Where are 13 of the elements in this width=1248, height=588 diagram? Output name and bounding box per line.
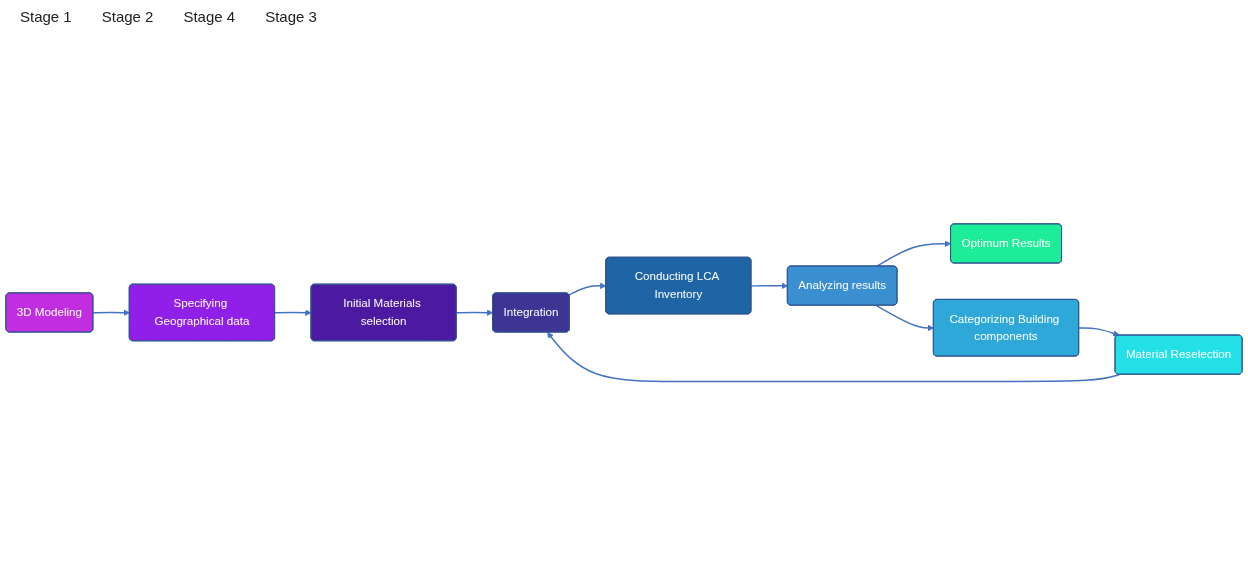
- arrow: [455, 309, 494, 317]
- arrow: [750, 283, 788, 290]
- arrow: [1078, 327, 1120, 337]
- stage-label: Stage 4: [183, 8, 236, 25]
- arrow: [875, 305, 934, 332]
- stage-label: Stage 3: [265, 8, 317, 25]
- arrow: [547, 332, 1121, 383]
- arrow: [875, 240, 952, 268]
- arrow: [274, 309, 312, 317]
- stage-label: Stage 1: [20, 8, 72, 25]
- arrow: [92, 309, 130, 317]
- arrow: [568, 283, 607, 296]
- stage-label: Stage 2: [101, 8, 154, 25]
